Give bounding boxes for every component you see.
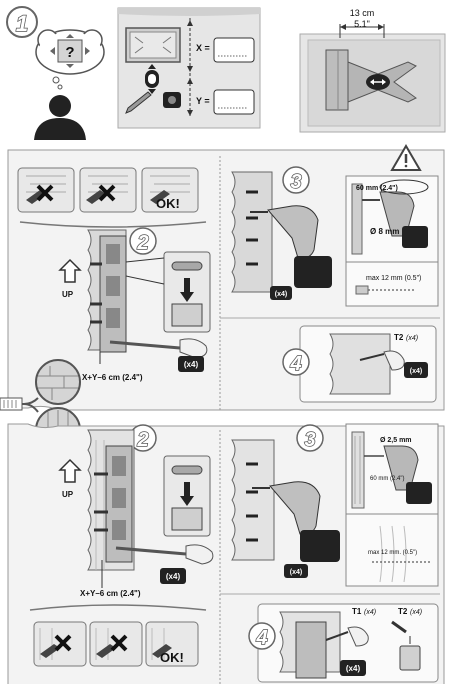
x-label: X = — [196, 43, 210, 53]
t2-count-label: (x4) — [410, 609, 422, 616]
max-depth-label: max 12 mm (0.5") — [366, 275, 421, 282]
tape-measure-icon — [163, 92, 181, 108]
x4-label: (x4) — [275, 291, 287, 298]
wood-depth-detail: Ø 2,5 mm 60 mm (2.4") max 12 mm. (0.5") — [346, 424, 438, 586]
x4-label: (x4) — [346, 664, 361, 673]
brick-step-4-panel: 4 T2 (x4) (x4) — [283, 326, 436, 402]
brick-depth-detail: 60 mm (2.4") Ø 8 mm max 12 mm (0.5") — [346, 176, 438, 306]
ok-label: OK! — [160, 650, 184, 665]
measure-panel: X = Y = — [118, 8, 260, 128]
drill-diameter-label: Ø 2,5 mm — [380, 437, 412, 444]
dimension-in: 5.1" — [354, 19, 370, 29]
question-mark: ? — [65, 44, 74, 61]
formula-label: X+Y–6 cm (2.4") — [82, 373, 143, 382]
bracket-panel: 13 cm 5.1" — [300, 8, 445, 132]
step-2-number: 2 — [136, 429, 148, 451]
max-depth-label: max 12 mm. (0.5") — [368, 550, 417, 556]
brick-material-icon — [36, 360, 80, 404]
step-1-number: 1 — [16, 11, 28, 36]
y-label: Y = — [196, 96, 210, 106]
step-2-number: 2 — [136, 232, 148, 254]
brick-wall-icon — [88, 230, 126, 352]
depth-label: 60 mm (2.4") — [370, 476, 404, 482]
t2-count-label: (x4) — [406, 335, 418, 342]
x4-label: (x4) — [166, 572, 181, 581]
person-icon — [34, 95, 86, 140]
t1-label: T1 — [352, 607, 362, 616]
drill-diameter-label: Ø 8 mm — [370, 227, 399, 236]
x4-label: (x4) — [410, 368, 422, 375]
step-3-number: 3 — [304, 429, 315, 451]
tv-outline-icon — [126, 28, 180, 62]
y-value-box — [214, 90, 254, 114]
x4-label: (x4) — [184, 360, 199, 369]
t2-label: T2 — [398, 607, 408, 616]
depth-label: 60 mm (2.4") — [356, 185, 398, 192]
dimension-cm: 13 cm — [350, 8, 375, 18]
step-3-number: 3 — [290, 171, 301, 193]
up-label: UP — [62, 490, 74, 499]
x4-label: (x4) — [290, 569, 302, 576]
x-value-box — [214, 38, 254, 62]
thought-bubble-icon: ? — [36, 30, 104, 89]
formula-label: X+Y–6 cm (2.4") — [80, 589, 141, 598]
t1-count-label: (x4) — [364, 609, 376, 616]
wood-step-4-panel: 4 T1 (x4) T2 (x4) (x4) — [249, 604, 438, 682]
wood-wall-section: 2 UP (x4) X+Y–6 cm (2.4") OK! 3 — [8, 424, 444, 684]
up-label: UP — [62, 290, 74, 299]
step-4-number: 4 — [289, 353, 301, 375]
step-4-number: 4 — [255, 627, 267, 649]
t2-label: T2 — [394, 333, 404, 342]
step-1-measure-section: 1 ? — [7, 7, 445, 140]
ok-label: OK! — [156, 196, 180, 211]
